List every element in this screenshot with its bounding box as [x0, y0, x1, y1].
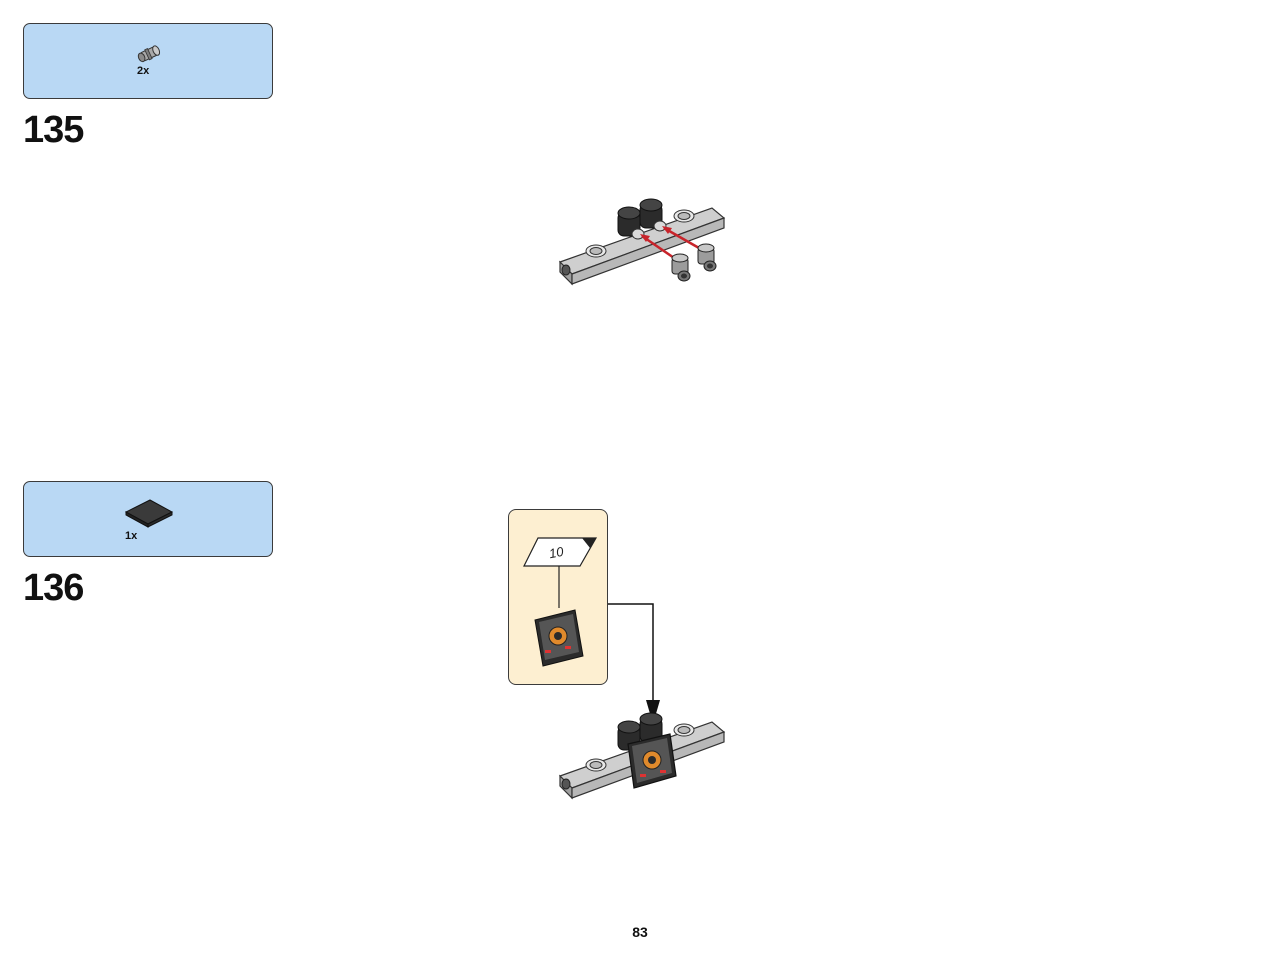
pin-icon: [137, 45, 161, 63]
page-number: 83: [632, 924, 648, 940]
step-136-assembly-illustration: [558, 712, 726, 800]
sticker-sheet-icon: [523, 537, 598, 567]
step-number-135: 135: [23, 109, 84, 151]
sticker-applied-tile-icon: [534, 566, 584, 667]
sticker-number: 10: [547, 543, 565, 562]
step-135-assembly-illustration: [558, 198, 726, 286]
dark-tile-icon: [124, 499, 174, 528]
sticker-callout-box: 10: [508, 509, 608, 685]
parts-list-step-136: 1x: [23, 481, 273, 557]
part-quantity: 2x: [137, 65, 150, 77]
parts-list-step-135: 2x: [23, 23, 273, 99]
part-quantity: 1x: [125, 530, 138, 542]
placement-arrow: [608, 603, 660, 724]
step-number-136: 136: [23, 567, 84, 609]
